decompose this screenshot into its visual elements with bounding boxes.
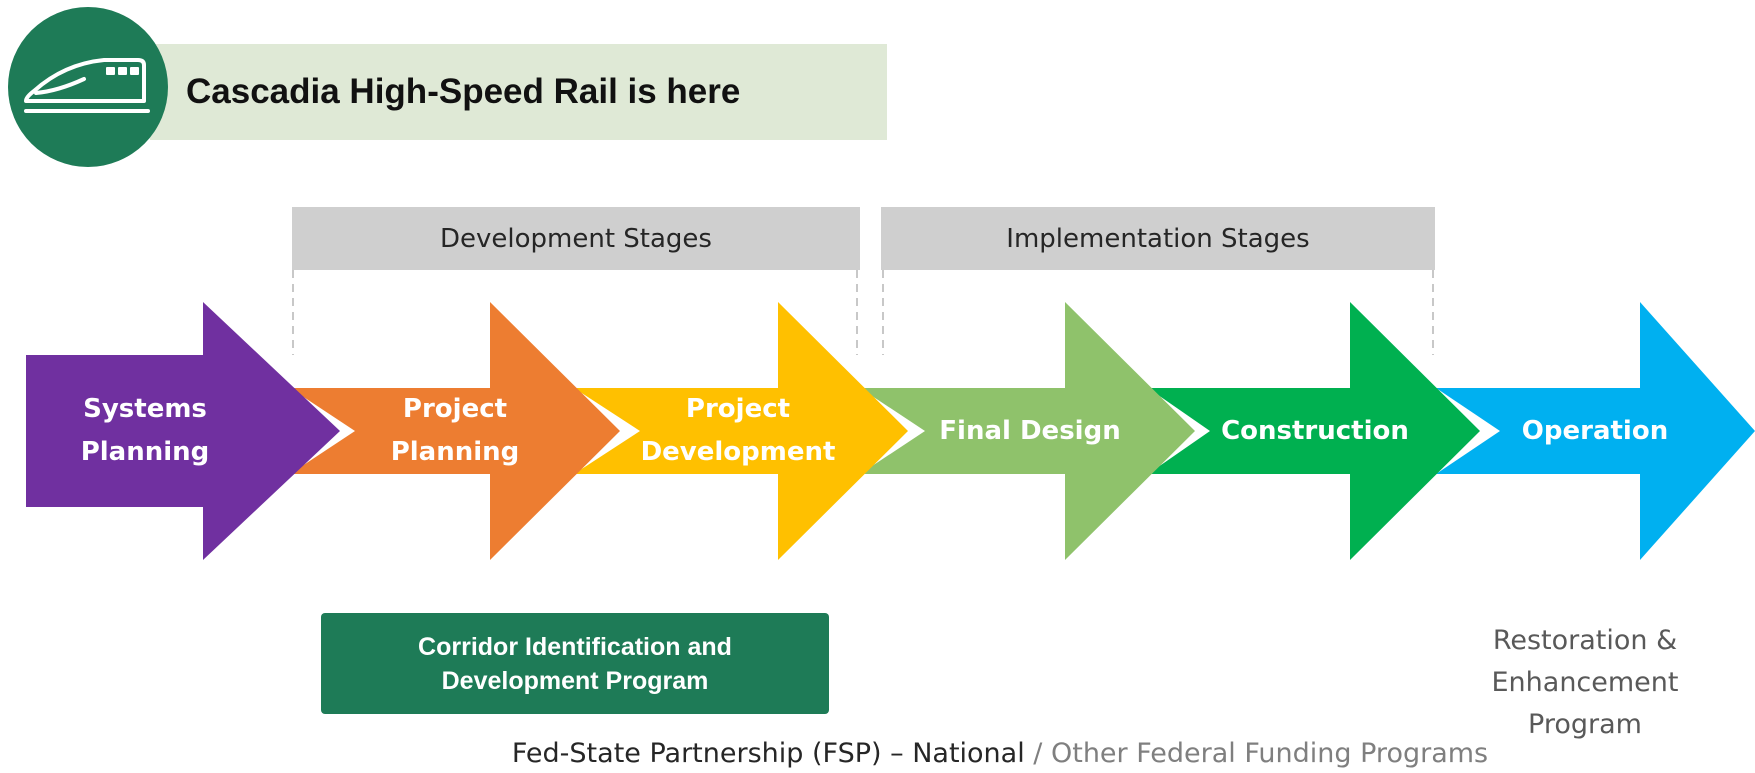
stage-label-construction: Construction xyxy=(1200,388,1430,474)
program-line: Enhancement xyxy=(1491,667,1679,698)
program-line: Restoration & xyxy=(1492,625,1678,656)
stage-label-final-design: Final Design xyxy=(915,388,1145,474)
corridor-identification-program: Corridor Identification and Development … xyxy=(321,613,829,714)
program-line: Program xyxy=(1528,709,1642,740)
stage-label-project-planning: Project Planning xyxy=(345,388,565,474)
fsp-program-caption: Fed-State Partnership (FSP) – National /… xyxy=(400,738,1600,769)
stage-label-line: Systems xyxy=(83,394,207,424)
stage-label-line: Development xyxy=(640,437,836,467)
train-icon xyxy=(24,58,150,113)
stage-label-line: Project xyxy=(685,394,791,424)
program-line: Corridor Identification and xyxy=(418,632,732,661)
program-line: Development Program xyxy=(441,666,709,695)
stage-label-line: Final Design xyxy=(939,415,1121,446)
stage-arrow-operation xyxy=(1436,302,1755,560)
stage-group-implementation: Implementation Stages xyxy=(881,207,1435,270)
stage-arrow-project-planning xyxy=(290,302,620,560)
stage-label-systems-planning: Systems Planning xyxy=(40,388,250,474)
stage-arrow-final-design xyxy=(860,302,1195,560)
stage-label-line: Operation xyxy=(1521,415,1669,446)
stage-label-project-development: Project Development xyxy=(628,388,848,474)
stage-header-guides xyxy=(292,270,1434,355)
train-badge xyxy=(8,7,168,167)
fsp-separator: / xyxy=(1024,738,1051,769)
stage-label-line: Construction xyxy=(1221,415,1409,446)
stage-group-development: Development Stages xyxy=(292,207,860,270)
stage-arrow-systems-planning xyxy=(26,302,340,560)
stage-label-line: Project xyxy=(402,394,508,424)
fsp-other-label: Other Federal Funding Programs xyxy=(1050,738,1489,769)
stage-arrow-construction xyxy=(1148,302,1480,560)
stage-label-operation: Operation xyxy=(1485,388,1705,474)
stage-label-line: Planning xyxy=(390,437,520,467)
fsp-national-label: Fed-State Partnership (FSP) – National xyxy=(511,738,1025,769)
restoration-enhancement-program: Restoration & Enhancement Program xyxy=(1470,620,1700,746)
callout-banner: Cascadia High-Speed Rail is here xyxy=(150,44,887,140)
stage-arrow-project-development xyxy=(574,302,908,560)
stage-label-line: Planning xyxy=(80,437,210,467)
callout-text: Cascadia High-Speed Rail is here xyxy=(186,72,741,111)
